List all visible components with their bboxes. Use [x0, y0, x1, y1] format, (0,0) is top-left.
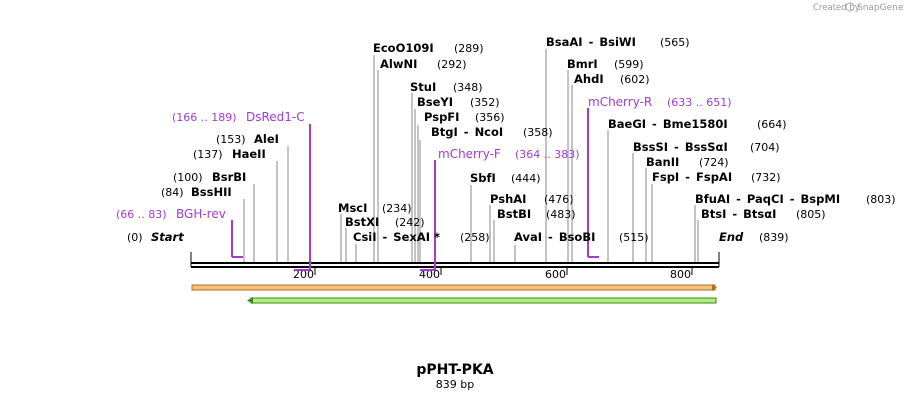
snapgene-logo-icon: [845, 2, 855, 12]
enzyme-label: BtgI-NcoI: [431, 125, 503, 139]
start-pos: (0): [127, 231, 143, 244]
primer-pos: (364 .. 383): [515, 148, 580, 161]
credit-text: Created by: [813, 3, 860, 13]
enzyme-label: BsaAI-BsiWI: [546, 35, 636, 49]
enzyme-label: BstXI: [345, 215, 379, 229]
enzyme-label: HaeII: [232, 147, 266, 161]
enzyme-label: MscI: [338, 201, 367, 215]
enzyme-pos: (515): [619, 231, 649, 244]
enzyme-label: BstBI: [497, 207, 531, 221]
enzyme-pos: (476): [544, 193, 574, 206]
axis-tick-800: 800: [670, 268, 691, 281]
end-label: End: [719, 230, 744, 244]
enzyme-pos: (258): [460, 231, 490, 244]
enzyme-pos: (84): [161, 186, 184, 199]
enzyme-pos: (100): [173, 171, 203, 184]
enzyme-label: CsiI-SexAI *: [353, 230, 440, 244]
enzyme-pos: (704): [750, 141, 780, 154]
enzyme-pos: (483): [546, 208, 576, 221]
enzyme-label: AleI: [254, 132, 279, 146]
enzyme-label: BseYI: [417, 95, 453, 109]
enzyme-pos: (602): [620, 73, 650, 86]
enzyme-label: BtsI-BtsαI: [701, 207, 776, 221]
enzyme-label: BmrI: [567, 57, 598, 71]
enzyme-pos: (805): [796, 208, 826, 221]
enzyme-label: AvaI-BsoBI: [514, 230, 595, 244]
enzyme-label: BssSI-BssSαI: [633, 140, 728, 154]
primer-pos: (633 .. 651): [667, 96, 732, 109]
enzyme-pos: (358): [523, 126, 553, 139]
feature-orange-arrow-icon: [712, 284, 717, 291]
enzyme-pos: (599): [614, 58, 644, 71]
primer-sites: [231, 108, 599, 271]
feature-green-arrow-icon: [247, 297, 253, 304]
primer-pos: (66 .. 83): [116, 208, 167, 221]
feature-orange: [191, 284, 716, 291]
enzyme-pos: (292): [437, 58, 467, 71]
enzyme-pos: (289): [454, 42, 484, 55]
enzyme-pos: (242): [395, 216, 425, 229]
primer-label: mCherry-F: [438, 147, 501, 161]
enzyme-pos: (803): [866, 193, 896, 206]
enzyme-label: BfuAI-PaqCI-BspMI: [695, 192, 840, 206]
brand-text: SnapGene: [857, 3, 904, 13]
enzyme-label: SbfI: [470, 171, 496, 185]
enzyme-label: EcoO109I: [373, 41, 434, 55]
feature-green: [250, 297, 717, 304]
enzyme-pos: (664): [757, 118, 787, 131]
enzyme-label: PshAI: [490, 192, 526, 206]
axis-tick-200: 200: [293, 268, 314, 281]
axis-tick-400: 400: [419, 268, 440, 281]
enzyme-pos: (352): [470, 96, 500, 109]
cut-site-lines: [243, 49, 699, 262]
primer-label: BGH-rev: [176, 207, 226, 221]
enzyme-label: AhdI: [574, 72, 604, 86]
enzyme-pos: (153): [216, 133, 246, 146]
enzyme-pos: (348): [453, 81, 483, 94]
enzyme-pos: (724): [699, 156, 729, 169]
enzyme-pos: (565): [660, 36, 690, 49]
enzyme-label: StuI: [410, 80, 436, 94]
end-pos: (839): [759, 231, 789, 244]
axis-tick-marks: [314, 267, 693, 275]
enzyme-label: BanII: [646, 155, 679, 169]
enzyme-label: BsrBI: [212, 170, 246, 184]
enzyme-label: FspI-FspAI: [652, 170, 732, 184]
enzyme-label: AlwNI: [380, 57, 417, 71]
plasmid-title: pPHT-PKA: [416, 362, 493, 378]
enzyme-pos: (732): [751, 171, 781, 184]
enzyme-label: BaeGI-Bme1580I: [608, 117, 728, 131]
enzyme-pos: (444): [511, 172, 541, 185]
axis-tick-600: 600: [545, 268, 566, 281]
enzyme-pos: (137): [193, 148, 223, 161]
plasmid-length: 839 bp: [436, 378, 474, 391]
primer-label: DsRed1-C: [246, 110, 305, 124]
enzyme-pos: (234): [382, 202, 412, 215]
primer-label: mCherry-R: [588, 95, 652, 109]
enzyme-label: BssHII: [191, 185, 232, 199]
start-label: Start: [151, 230, 184, 244]
enzyme-pos: (356): [475, 111, 505, 124]
primer-pos: (166 .. 189): [172, 111, 237, 124]
enzyme-label: PspFI: [424, 110, 459, 124]
